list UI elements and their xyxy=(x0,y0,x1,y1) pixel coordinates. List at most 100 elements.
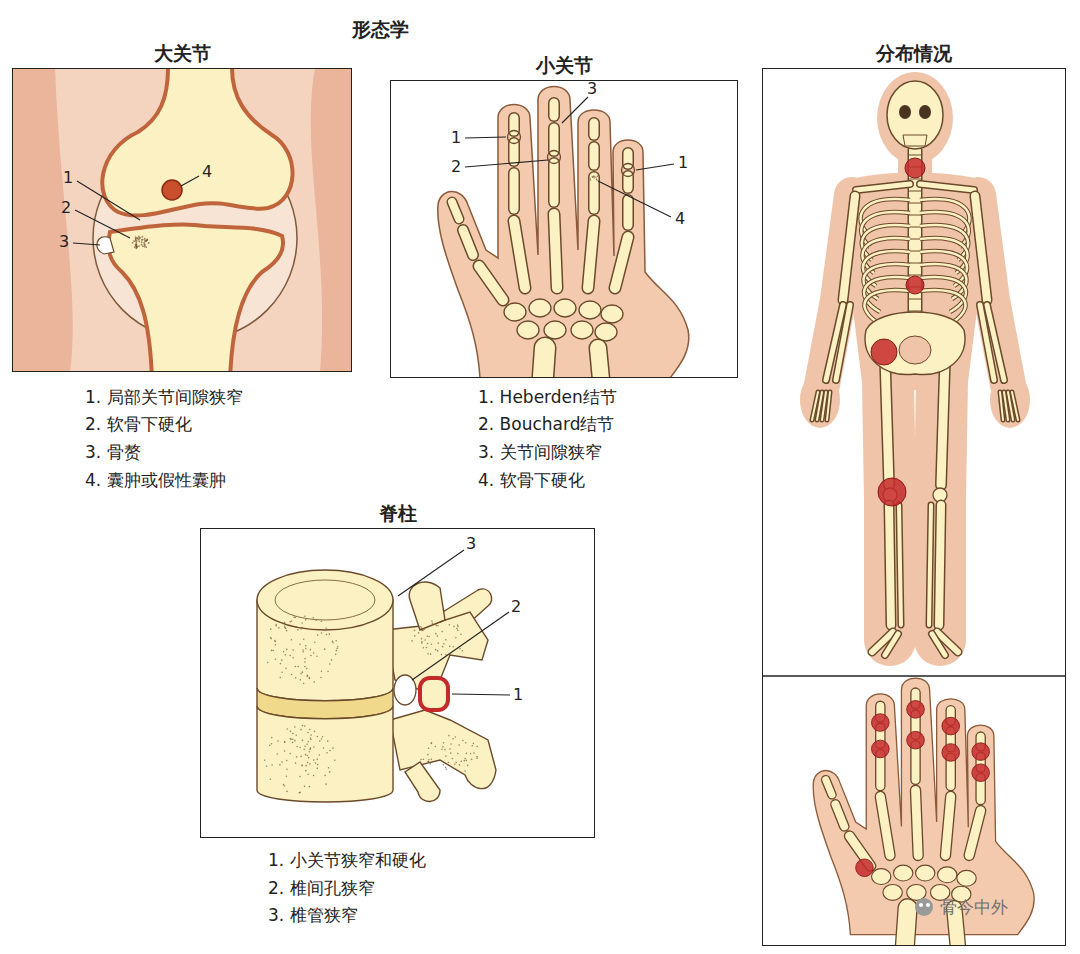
stipple-dot xyxy=(430,743,432,745)
stipple-dot xyxy=(300,729,302,731)
bone xyxy=(843,196,855,300)
stipple-dot xyxy=(302,740,304,742)
stipple-dot xyxy=(305,619,307,621)
bone xyxy=(510,118,519,131)
callout-number: 4 xyxy=(675,209,685,228)
stipple-dot xyxy=(327,740,329,742)
stipple-dot xyxy=(275,644,277,646)
stipple-dot xyxy=(310,655,312,657)
stipple-dot xyxy=(437,650,439,652)
stipple-dot xyxy=(280,663,282,665)
bone xyxy=(514,221,525,288)
carpal-bone xyxy=(544,321,566,339)
stipple-dot xyxy=(590,179,591,180)
stipple-dot xyxy=(302,649,304,651)
stipple-dot xyxy=(411,640,413,642)
bone xyxy=(941,358,945,485)
stipple-dot xyxy=(459,764,461,766)
stipple-dot xyxy=(315,619,317,621)
stipple-dot xyxy=(286,791,288,793)
stipple-dot xyxy=(138,245,140,247)
stipple-dot xyxy=(449,624,451,626)
stipple-dot xyxy=(266,765,268,767)
stipple-dot xyxy=(299,644,301,646)
stipple-dot xyxy=(464,770,466,772)
stipple-dot xyxy=(305,765,307,767)
bone-outline xyxy=(508,143,520,161)
bone-outline xyxy=(899,505,901,625)
stipple-dot xyxy=(303,638,305,640)
vertebra-line xyxy=(909,239,921,240)
stipple-dot xyxy=(279,764,281,766)
stipple-dot xyxy=(465,742,467,744)
stipple-dot xyxy=(476,756,478,758)
knee-illustration xyxy=(12,68,352,372)
stipple-dot xyxy=(457,624,459,626)
stipple-dot xyxy=(307,732,309,734)
pelvic-inlet xyxy=(899,336,931,364)
stipple-dot xyxy=(597,175,598,176)
stipple-dot xyxy=(299,747,301,749)
bone-outline xyxy=(588,221,594,288)
stipple-dot xyxy=(321,670,323,672)
bone xyxy=(947,758,955,786)
legend-item: 2. 软骨下硬化 xyxy=(85,414,192,434)
stipple-dot xyxy=(473,743,475,745)
stipple-dot xyxy=(135,245,137,247)
stipple-dot xyxy=(135,236,137,238)
stipple-dot xyxy=(276,753,278,755)
femur xyxy=(102,68,292,216)
stipple-dot xyxy=(324,648,326,650)
bone-outline xyxy=(588,177,600,209)
stipple-dot xyxy=(441,631,443,633)
stipple-dot xyxy=(316,655,318,657)
legend-item: 1. 小关节狭窄和硬化 xyxy=(268,850,426,870)
stipple-dot xyxy=(592,176,593,177)
stipple-dot xyxy=(135,238,137,240)
leader-line xyxy=(75,210,130,238)
bone xyxy=(836,305,850,380)
stipple-dot xyxy=(317,764,319,766)
bone xyxy=(929,505,931,625)
skull xyxy=(887,81,943,149)
stipple-dot xyxy=(284,625,286,627)
stipple-dot xyxy=(448,762,450,764)
stipple-dot xyxy=(146,239,148,241)
stipple-dot xyxy=(321,738,323,740)
carpal-bone xyxy=(529,299,551,317)
bone xyxy=(542,348,545,378)
callout-number: 1 xyxy=(63,168,73,187)
stipple-dot xyxy=(435,649,437,651)
stipple-dot xyxy=(450,752,452,754)
stipple-dot xyxy=(445,654,447,656)
bone-outline xyxy=(836,305,850,380)
legend-item: 3. 椎管狭窄 xyxy=(268,905,358,925)
vertebral-body xyxy=(257,706,393,802)
bone-outline xyxy=(588,147,600,165)
callout-number: 3 xyxy=(466,534,476,553)
bone-outline xyxy=(885,358,889,485)
affected-joint xyxy=(907,731,925,749)
callout-number: 2 xyxy=(451,157,461,176)
stipple-dot xyxy=(437,642,439,644)
bone xyxy=(980,305,994,380)
hand-figure xyxy=(813,678,1034,945)
spinous-process xyxy=(405,762,440,802)
stipple-dot xyxy=(457,626,459,628)
stipple-dot xyxy=(452,738,454,740)
vertebra-line xyxy=(909,263,921,264)
bone-outline xyxy=(920,184,974,190)
stipple-dot xyxy=(473,752,475,754)
stipple-dot xyxy=(142,239,144,241)
stipple-dot xyxy=(329,771,331,773)
stipple-dot xyxy=(445,755,447,757)
stipple-dot xyxy=(135,242,137,244)
stipple-dot xyxy=(146,239,148,241)
stipple-dot xyxy=(291,674,293,676)
stipple-dot xyxy=(593,177,594,178)
bone-outline xyxy=(463,230,473,255)
stipple-dot xyxy=(466,760,468,762)
stipple-dot xyxy=(435,633,437,635)
affected-joint xyxy=(942,744,960,762)
stipple-dot xyxy=(144,238,146,240)
